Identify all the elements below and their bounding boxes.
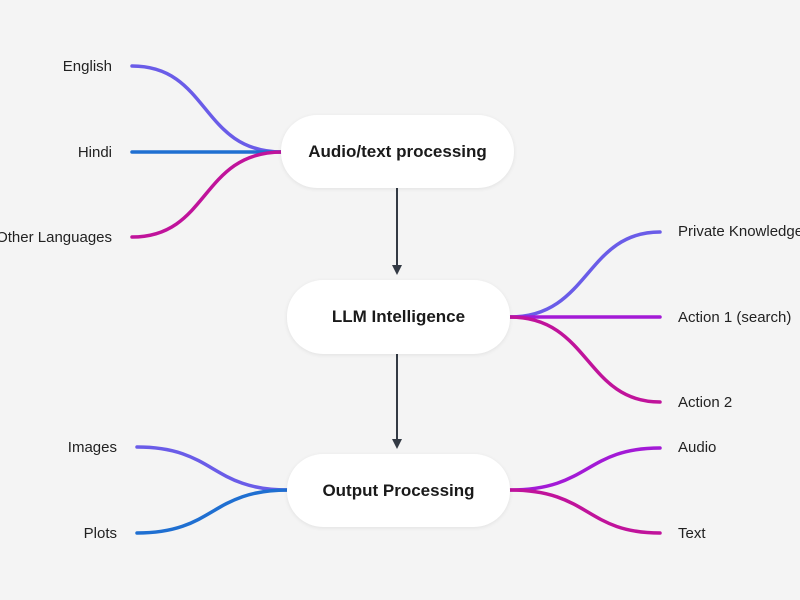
node-output-label: Output Processing [322,480,475,500]
connector-images [135,445,290,492]
connector-audio [508,446,662,492]
connector-action-2 [508,315,662,404]
leaf-images[interactable]: Images [67,439,117,456]
connector-plots [135,488,290,535]
leaf-private-knowledge[interactable]: Private Knowledge [678,223,800,240]
leaf-text[interactable]: Text [678,525,706,542]
connector-english [130,64,284,154]
leaf-audio[interactable]: Audio [678,439,717,456]
leaf-other-languages[interactable]: Other Languages [0,229,112,246]
connector-text [508,488,662,535]
node-llm-intelligence[interactable]: LLM Intelligence [287,280,510,354]
leaf-action-1[interactable]: Action 1 (search) [678,309,792,326]
leaf-plots[interactable]: Plots [83,525,117,542]
leaf-action-2[interactable]: Action 2 [678,394,733,411]
connector-private-knowledge [508,230,662,319]
node-audio-text-processing[interactable]: Audio/text processing [281,115,514,188]
leaf-hindi[interactable]: Hindi [77,144,112,161]
leaf-english[interactable]: English [62,58,112,75]
connector-other-languages [130,150,284,239]
node-output-processing[interactable]: Output Processing [287,454,510,527]
node-llm-label: LLM Intelligence [331,307,466,326]
node-audio-text-label: Audio/text processing [308,141,487,161]
